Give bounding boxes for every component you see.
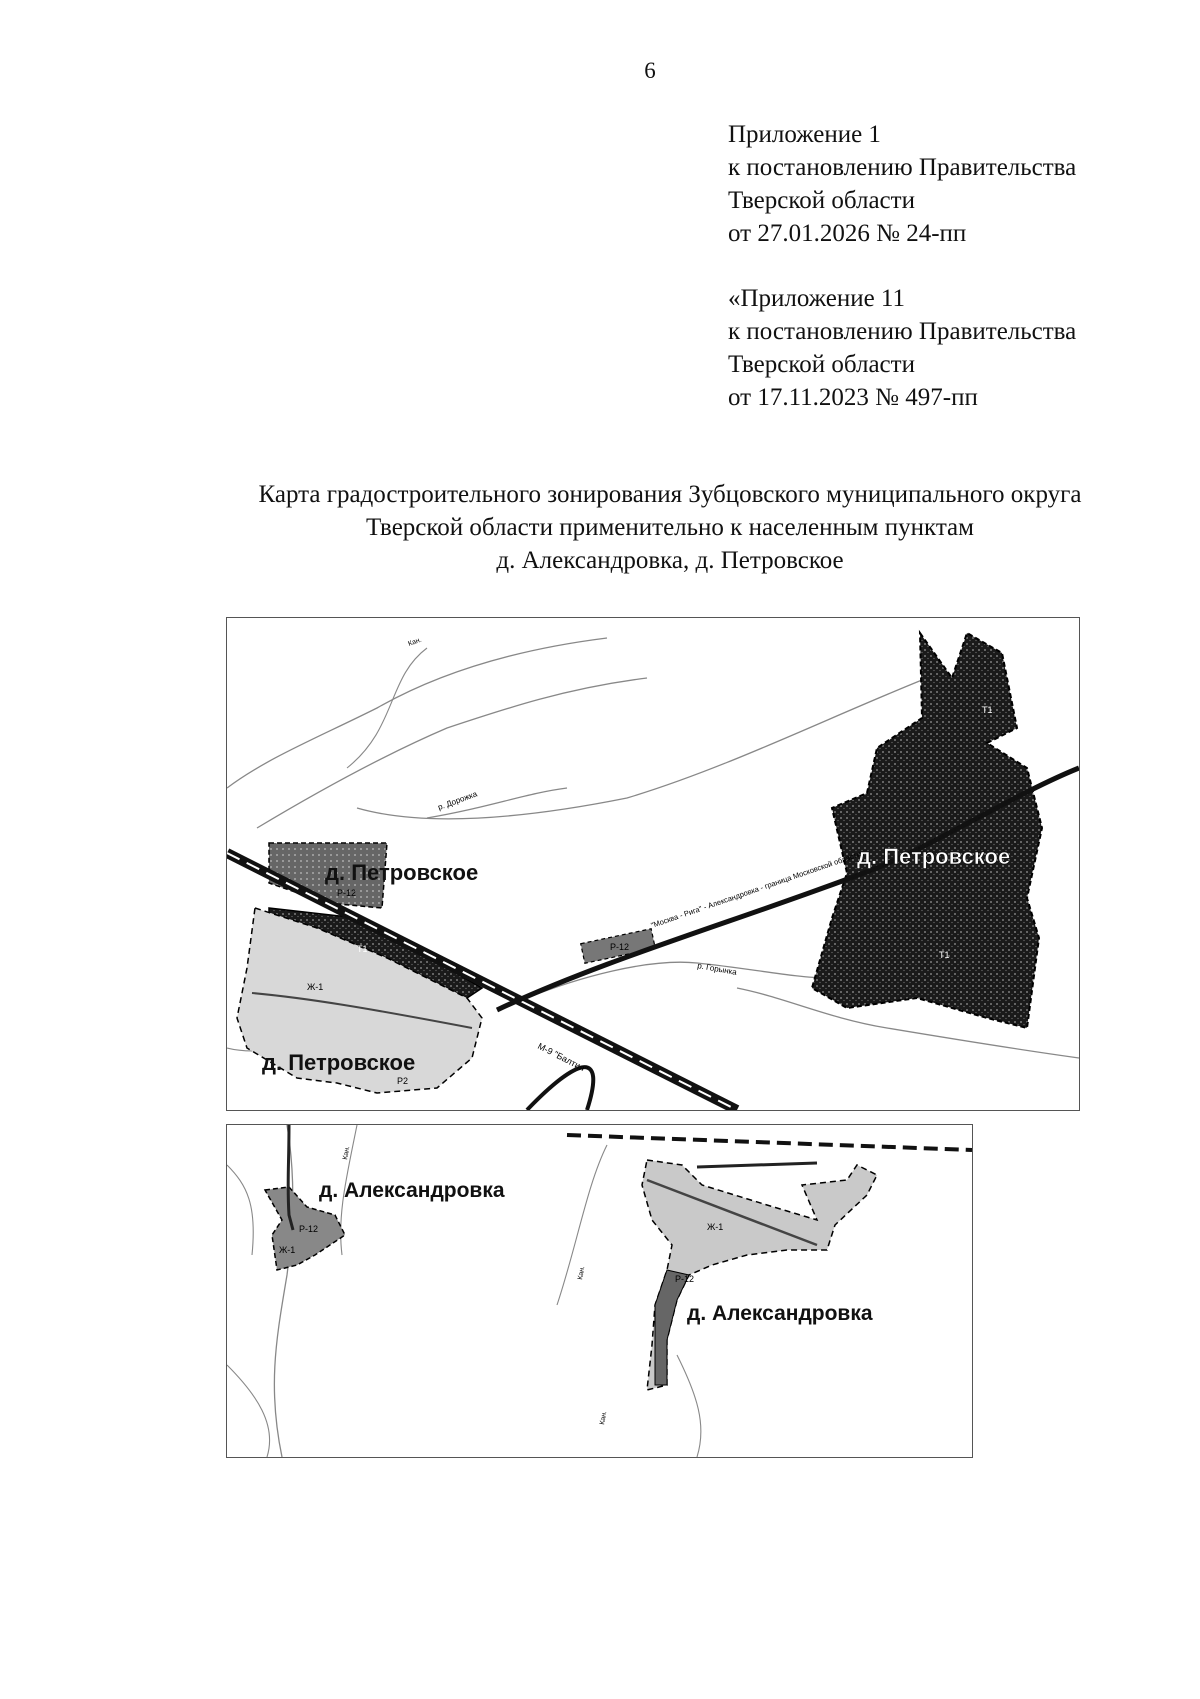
appendix-11-line: к постановлению Правительства: [728, 318, 1077, 345]
zoning-map-petrovskoe-svg: д. Петровское д. Петровское д. Петровско…: [227, 629, 1079, 1110]
appendix-11-block: «Приложение 11 к постановлению Правитель…: [728, 282, 1076, 414]
terrain-line: [256, 677, 648, 829]
road-east: [646, 1178, 818, 1247]
road-branch-south: [525, 1065, 596, 1110]
label-zone-zh1-west: Ж-1: [279, 1245, 295, 1255]
zoning-map-petrovskoe: д. Петровское д. Петровское д. Петровско…: [226, 617, 1080, 1111]
settlement-zone-east: [810, 629, 1044, 1030]
terrain-line: [227, 637, 608, 789]
road-moscow-riga-secondary: [495, 765, 1079, 1013]
label-canal-2: Кан.: [577, 1266, 586, 1281]
label-canal-1: Кан.: [342, 1146, 351, 1161]
zone-r12-east: [654, 1269, 690, 1386]
label-zone-r12-west: Р-12: [299, 1224, 318, 1234]
label-zone-r12-east: Р-12: [675, 1274, 694, 1284]
label-zone-t1-a: Т1: [357, 944, 368, 954]
appendix-1-line: Приложение 1: [728, 121, 881, 148]
settlement-zone-west: [263, 1186, 346, 1271]
label-zone-zh1: Ж-1: [307, 982, 323, 992]
title-line: д. Александровка, д. Петровское: [496, 547, 844, 574]
road-west: [286, 1125, 295, 1231]
terrain-line: [676, 1354, 702, 1457]
appendix-1-line: Тверской области: [728, 187, 915, 214]
label-road-m9: М-9 "Балтия": [536, 1041, 589, 1075]
zone-r12-middle: [579, 928, 657, 964]
terrain-line: [340, 1125, 358, 1256]
terrain-line: [273, 1125, 294, 1457]
river-line: [526, 961, 828, 999]
title-line: Тверской области применительно к населен…: [366, 514, 974, 541]
road-m9-baltia-inner: [227, 852, 738, 1110]
appendix-1-line: от 27.01.2026 № 24-пп: [728, 220, 967, 247]
terrain-line: [556, 1144, 608, 1306]
terrain-line: [227, 1364, 271, 1457]
label-zone-zh1-east: Ж-1: [707, 1222, 723, 1232]
zoning-map-aleksandrovka-svg: д. Александровка д. Александровка Р-12 Ж…: [227, 1125, 972, 1457]
terrain-line: [736, 987, 1079, 1059]
label-zone-r2: Р2: [397, 1076, 408, 1086]
page-number: 6: [644, 58, 656, 83]
road-line: [696, 1161, 818, 1169]
appendix-11-line: «Приложение 11: [728, 285, 906, 312]
river-line: [426, 787, 568, 819]
railway-line: [566, 1133, 972, 1152]
appendix-11-line: Тверской области: [728, 351, 915, 378]
zoning-map-aleksandrovka: д. Александровка д. Александровка Р-12 Ж…: [226, 1124, 973, 1458]
document-title: Карта градостроительного зонирования Зуб…: [130, 478, 1200, 577]
label-settlement-southwest: д. Петровское: [262, 1050, 415, 1075]
label-settlement-nw: д. Петровское: [325, 860, 478, 885]
settlement-zone-southwest: [236, 907, 483, 1094]
label-canal: Кан.: [407, 637, 422, 648]
label-road-secondary: "Москва - Рига" - Александровка - границ…: [650, 849, 862, 930]
zone-zh1-line: [251, 992, 473, 1029]
label-zone-t1-b: Т1: [982, 705, 993, 715]
title-line: Карта градостроительного зонирования Зуб…: [258, 481, 1082, 508]
terrain-line: [356, 677, 928, 820]
label-settlement-west: д. Александровка: [319, 1179, 505, 1202]
terrain-line: [227, 1164, 254, 1256]
appendix-1-block: Приложение 1 к постановлению Правительст…: [728, 118, 1076, 250]
label-settlement-east: д. Александровка: [687, 1302, 873, 1325]
appendix-11-line: от 17.11.2023 № 497-пп: [728, 384, 978, 411]
terrain-line: [346, 647, 428, 769]
label-river-gorynka: р. Горынка: [697, 961, 738, 977]
settlement-zone-east: [641, 1159, 879, 1391]
label-canal-3: Кан.: [599, 1411, 608, 1426]
label-settlement-east: д. Петровское: [857, 844, 1010, 869]
label-zone-t1-c: Т1: [939, 950, 950, 960]
label-zone-r12-a: Р-12: [337, 888, 356, 898]
appendix-1-line: к постановлению Правительства: [728, 154, 1077, 181]
label-zone-r12-b: Р-12: [610, 942, 629, 952]
